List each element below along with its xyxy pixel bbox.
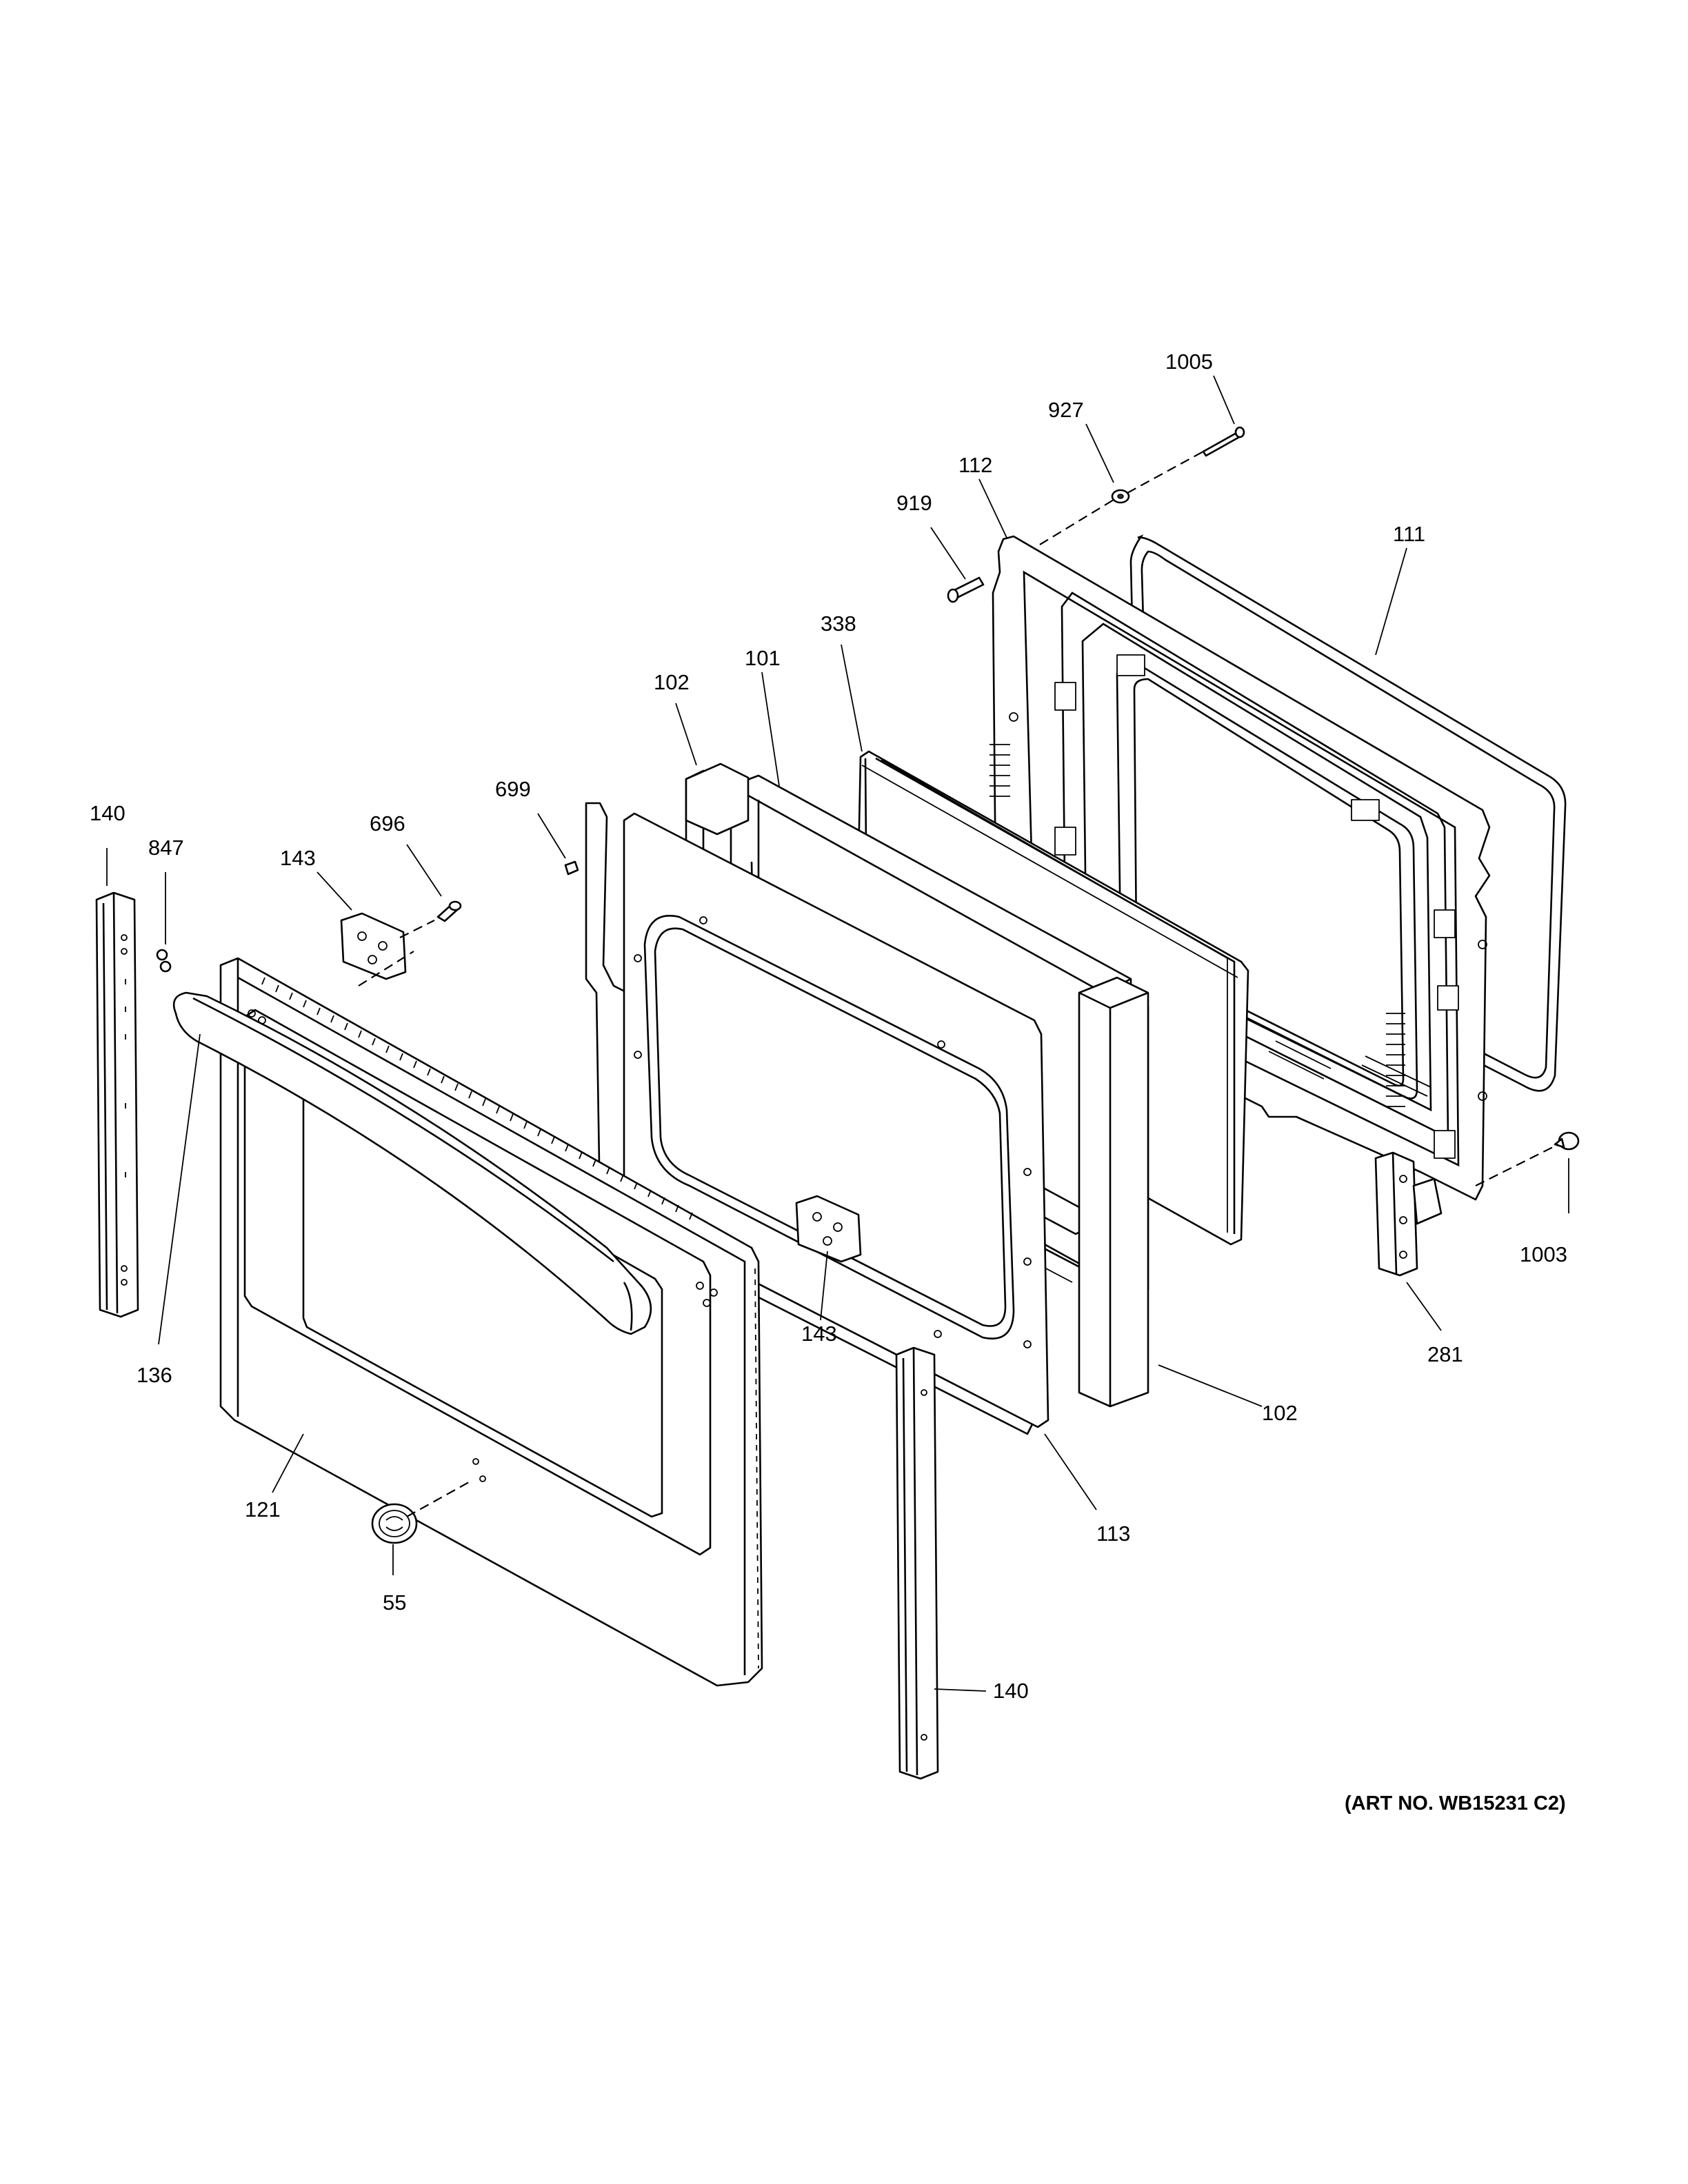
washer-927 bbox=[1111, 489, 1130, 504]
callout-101: 101 bbox=[745, 646, 781, 670]
callout-927: 927 bbox=[1048, 398, 1084, 422]
callout-338: 338 bbox=[821, 611, 856, 636]
callout-143-left: 143 bbox=[280, 846, 316, 870]
callout-143-right: 143 bbox=[801, 1322, 837, 1346]
callout-136: 136 bbox=[137, 1363, 172, 1387]
door-handle bbox=[172, 991, 652, 1335]
screw-696 bbox=[436, 900, 462, 922]
callout-111: 111 bbox=[1393, 522, 1425, 546]
callout-281: 281 bbox=[1427, 1342, 1463, 1366]
leader-lines bbox=[106, 375, 1569, 1692]
screws-847 bbox=[156, 949, 172, 973]
door-frame-panel bbox=[585, 802, 1049, 1435]
callout-1005: 1005 bbox=[1165, 350, 1213, 374]
door-hinge bbox=[1374, 1151, 1443, 1277]
callout-140-right: 140 bbox=[993, 1679, 1029, 1703]
screw-1003 bbox=[1554, 1131, 1580, 1151]
callout-102-top: 102 bbox=[654, 670, 690, 694]
door-gasket bbox=[1129, 534, 1567, 1092]
insulation-block-front bbox=[685, 762, 750, 836]
hinge-receptacle-right bbox=[795, 1195, 862, 1263]
callout-102-bottom: 102 bbox=[1262, 1401, 1298, 1425]
assembly-lines bbox=[358, 451, 1559, 1517]
insulation-block-rear bbox=[1078, 976, 1149, 1408]
screw-919 bbox=[947, 576, 985, 603]
callout-112: 112 bbox=[958, 453, 992, 477]
callout-121: 121 bbox=[245, 1497, 281, 1521]
callout-113: 113 bbox=[1096, 1521, 1130, 1546]
bolt-1005 bbox=[1202, 426, 1245, 457]
callout-labels: 1005 927 112 919 111 338 102 101 699 140… bbox=[90, 350, 1567, 1814]
side-trim-left bbox=[95, 891, 139, 1318]
hinge-receptacle-left bbox=[340, 912, 407, 980]
callout-919: 919 bbox=[896, 491, 932, 515]
art-number: (ART NO. WB15231 C2) bbox=[1345, 1792, 1566, 1814]
callout-55: 55 bbox=[383, 1590, 406, 1615]
callout-140-left: 140 bbox=[90, 801, 125, 825]
side-trim-right bbox=[895, 1346, 939, 1780]
callout-847: 847 bbox=[148, 836, 184, 860]
callout-1003: 1003 bbox=[1520, 1242, 1567, 1266]
callout-696: 696 bbox=[370, 811, 405, 836]
ge-badge bbox=[371, 1503, 418, 1544]
screw-699 bbox=[564, 860, 579, 876]
callout-699: 699 bbox=[495, 777, 531, 801]
